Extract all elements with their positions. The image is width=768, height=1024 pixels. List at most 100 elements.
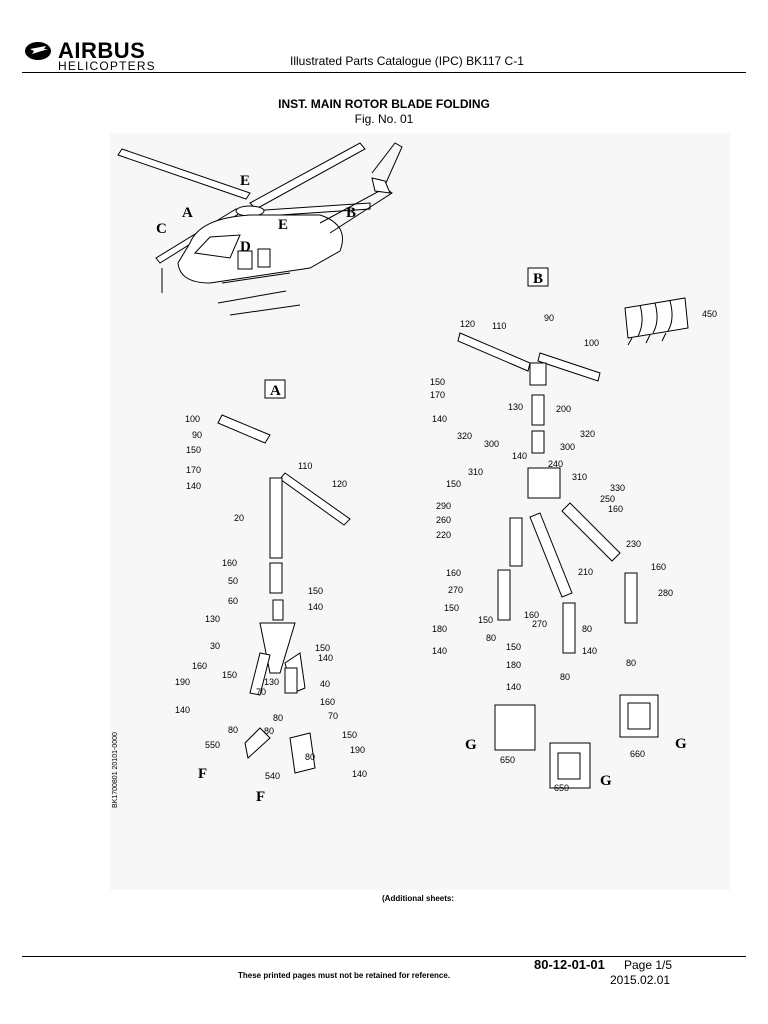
callout: 110 [492,321,506,331]
callout: 550 [205,740,220,750]
callout: 60 [228,596,238,606]
callout: 90 [544,313,554,323]
view-letter-g-1: G [465,737,477,753]
callout: 100 [185,414,200,424]
callout: 270 [532,619,547,629]
airbus-helicopters-logo: AIRBUS HELICOPTERS [24,38,164,74]
callout: 130 [205,614,220,624]
brand-name: AIRBUS [58,38,146,63]
callout: 50 [228,576,238,586]
callout: 150 [186,445,201,455]
view-b-assembly [457,332,659,789]
callout: 130 [508,402,523,412]
callout: 150 [506,642,521,652]
callout: 80 [228,725,238,735]
view-letter-e-side: E [278,217,288,233]
document-reference: 80-12-01-01 [534,957,605,972]
figure-number: Fig. No. 01 [354,112,414,126]
callout: 110 [298,461,312,471]
callout: 140 [582,646,597,656]
callout: 80 [626,658,636,668]
figure-title: INST. MAIN ROTOR BLADE FOLDING [278,97,490,111]
detail-boxes: A B [264,267,549,399]
callout: 140 [432,414,447,424]
callout: 310 [572,472,587,482]
callout: 220 [436,530,451,540]
exploded-parts-drawing: A B E A C D E B F F G G G 100 90 150 170… [110,133,730,890]
callout: 160 [320,697,335,707]
callout: 240 [548,459,563,469]
callout: 260 [436,515,451,525]
callout: 160 [651,562,666,572]
callout: 280 [658,588,673,598]
callout: 160 [222,558,237,568]
callout: 80 [273,713,283,723]
callout: 120 [332,479,347,489]
callout: 540 [265,771,280,781]
callout: 300 [484,439,499,449]
brand-subtitle: HELICOPTERS [58,59,156,73]
callout: 210 [578,567,593,577]
callout: 70 [256,687,266,697]
callout: 160 [608,504,623,514]
airbus-logo-icon [25,42,51,60]
callout: 80 [560,672,570,682]
callout: 80 [486,633,496,643]
callout: 160 [446,568,461,578]
callout: 320 [580,429,595,439]
helicopter-overview-illustration [117,142,403,316]
callout: 660 [630,749,645,759]
blade-cover-illustration [624,297,689,346]
header-divider [22,72,746,73]
callout: 140 [318,653,333,663]
callout: 270 [448,585,463,595]
callout: 140 [432,646,447,656]
callout: 100 [584,338,599,348]
view-letter-g-3: G [675,736,687,752]
callout: 150 [308,586,323,596]
callout: 330 [610,483,625,493]
callout: 30 [210,641,220,651]
callout: 180 [506,660,521,670]
view-letter-f-1: F [198,766,207,782]
callout: 150 [444,603,459,613]
callout: 80 [582,624,592,634]
callout: 310 [468,467,483,477]
callout: 150 [342,730,357,740]
callout: 120 [460,319,475,329]
callout: 200 [556,404,571,414]
callout: 140 [352,769,367,779]
view-letter-g-2: G [600,773,612,789]
view-letter-c: C [156,221,167,237]
footer-divider [22,956,746,957]
callout: 150 [430,377,445,387]
retention-notice: These printed pages must not be retained… [238,971,451,980]
callout: 70 [328,711,338,721]
callout: 140 [506,682,521,692]
callout: 170 [186,465,201,475]
callouts-view-b: 450 120 110 90 100 150 170 200 130 140 3… [430,309,717,793]
callout: 40 [320,679,330,689]
callout: 450 [702,309,717,319]
callout: 140 [308,602,323,612]
revision-date: 2015.02.01 [610,973,671,987]
callout: 80 [264,726,274,736]
view-letter-a: A [182,205,193,221]
callout: 650 [500,755,515,765]
callout: 250 [600,494,615,504]
view-letter-d: D [240,239,251,255]
callout: 90 [192,430,202,440]
page-indicator: Page 1/5 [624,958,673,972]
detail-label-a: A [270,383,281,399]
callout: 140 [512,451,527,461]
callout: 150 [446,479,461,489]
callout: 140 [186,481,201,491]
callout: 150 [478,615,493,625]
callout: 650 [554,783,569,793]
callout: 20 [234,513,244,523]
view-letter-f-2: F [256,789,265,805]
callout: 320 [457,431,472,441]
callout: 130 [264,677,279,687]
view-a-assembly [217,414,351,774]
view-letters: E A C D E B F F G G G [156,173,687,805]
